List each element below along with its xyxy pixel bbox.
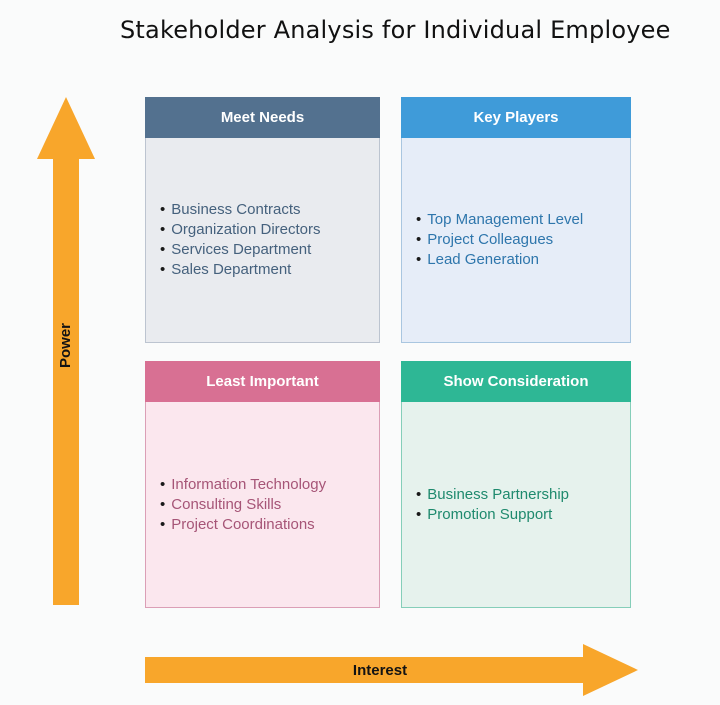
quadrant-header: Least Important <box>145 361 380 402</box>
bullet-icon: • <box>416 485 422 503</box>
interest-axis-arrow-head-icon <box>583 644 638 696</box>
bullet-icon: • <box>160 221 166 238</box>
power-axis-label-wrap: Power <box>29 295 103 395</box>
quadrant-header: Key Players <box>401 97 631 138</box>
list-item-label: Services Department <box>171 241 312 258</box>
list-item: • Lead Generation <box>416 250 583 270</box>
power-axis-label: Power <box>57 322 75 368</box>
list-item: • Business Contracts <box>160 200 321 220</box>
quadrant-least-important: Least Important • Information Technology … <box>145 361 380 608</box>
stakeholder-list: • Business Partnership • Promotion Support <box>402 485 575 525</box>
quadrant-meet-needs: Meet Needs • Business Contracts • Organiza… <box>145 97 380 343</box>
list-item-label: Organization Directors <box>171 221 321 238</box>
diagram-title: Stakeholder Analysis for Individual Empl… <box>120 16 671 44</box>
bullet-icon: • <box>160 515 166 533</box>
quadrant-body: • Business Contracts • Organization Direct… <box>145 138 380 343</box>
bullet-icon: • <box>160 201 166 218</box>
interest-axis-label: Interest <box>352 661 408 679</box>
stakeholder-list: • Top Management Level • Project Colleague… <box>402 210 589 270</box>
quadrant-header: Show Consideration <box>401 361 631 402</box>
interest-axis-arrow-shaft <box>145 657 583 683</box>
list-item-label: Sales Department <box>171 261 292 278</box>
power-axis-arrow-shaft <box>53 155 79 605</box>
bullet-icon: • <box>416 505 422 523</box>
bullet-icon: • <box>160 475 166 493</box>
bullet-icon: • <box>416 211 422 228</box>
list-item: • Promotion Support <box>416 505 569 525</box>
list-item-label: Business Partnership <box>427 485 570 503</box>
list-item: • Project Colleagues <box>416 230 583 250</box>
list-item: • Consulting Skills <box>160 495 326 515</box>
bullet-icon: • <box>160 261 166 278</box>
bullet-icon: • <box>160 495 166 513</box>
quadrant-show-consideration: Show Consideration • Business Partnership… <box>401 361 631 608</box>
list-item: • Project Coordinations <box>160 515 326 535</box>
list-item-label: Lead Generation <box>427 251 540 268</box>
quadrant-body: • Top Management Level • Project Colleague… <box>401 138 631 343</box>
bullet-icon: • <box>160 241 166 258</box>
list-item-label: Project Coordinations <box>171 515 315 533</box>
quadrant-body: • Information Technology • Consulting Skil… <box>145 402 380 608</box>
quadrant-header: Meet Needs <box>145 97 380 138</box>
list-item-label: Consulting Skills <box>171 495 282 513</box>
bullet-icon: • <box>416 231 422 248</box>
list-item-label: Project Colleagues <box>427 231 554 248</box>
list-item: • Information Technology <box>160 475 326 495</box>
quadrant-key-players: Key Players • Top Management Level • Proje… <box>401 97 631 343</box>
stakeholder-list: • Business Contracts • Organization Direct… <box>146 200 327 280</box>
list-item-label: Business Contracts <box>171 201 301 218</box>
stakeholder-list: • Information Technology • Consulting Skil… <box>146 475 332 535</box>
list-item-label: Top Management Level <box>427 211 584 228</box>
power-axis-arrow-head-icon <box>37 97 95 159</box>
list-item: • Services Department <box>160 240 321 260</box>
quadrant-body: • Business Partnership • Promotion Support <box>401 402 631 608</box>
list-item: • Sales Department <box>160 260 321 280</box>
list-item: • Top Management Level <box>416 210 583 230</box>
list-item-label: Promotion Support <box>427 505 553 523</box>
list-item: • Business Partnership <box>416 485 569 505</box>
list-item-label: Information Technology <box>171 475 327 493</box>
bullet-icon: • <box>416 251 422 268</box>
list-item: • Organization Directors <box>160 220 321 240</box>
